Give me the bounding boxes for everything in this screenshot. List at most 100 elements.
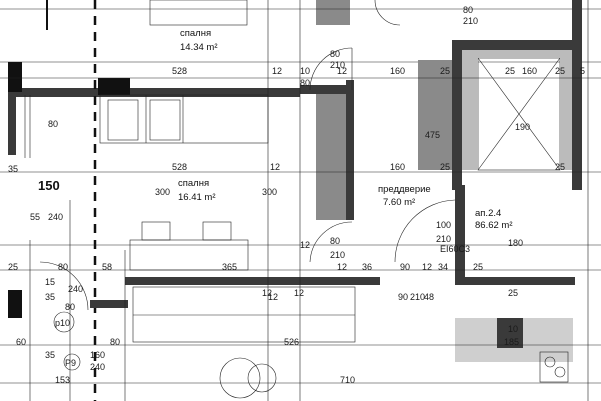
dim-label: 25: [440, 162, 450, 172]
wall-left-lower: [8, 290, 22, 318]
burner-2: [554, 366, 566, 378]
room-name: спалня: [178, 178, 209, 189]
dim-label: 35: [8, 164, 18, 174]
dim-label: 475: [425, 130, 440, 140]
dim-label: 100: [436, 220, 451, 230]
dim-label: 528: [172, 66, 187, 76]
dim-label: 160: [390, 162, 405, 172]
dim-label: 190: [515, 122, 530, 132]
dim-label: 160: [522, 66, 537, 76]
door-arc-entrance: [394, 199, 456, 263]
dim-label: 15: [45, 277, 55, 287]
dim-label: 36: [362, 262, 372, 272]
dim-label: 10: [300, 66, 310, 76]
shaft-hatch-left: [462, 50, 478, 170]
room-name: преддверие: [378, 184, 431, 195]
dim-label: 35: [45, 292, 55, 302]
dim-label: 80: [65, 302, 75, 312]
sofa: [132, 286, 356, 343]
dim-label: 12: [337, 262, 347, 272]
door-arc-upper: [309, 47, 353, 91]
dim-label: 210: [330, 60, 345, 70]
dim-label: 80: [48, 119, 58, 129]
door-arc-top-right: [374, 0, 401, 26]
room-name: ап.2.4: [475, 208, 501, 219]
shaft-outer: [458, 40, 580, 50]
column-kitchen: [497, 318, 523, 348]
dim-label: 10: [508, 324, 518, 334]
room-area: 7.60 m²: [383, 197, 415, 208]
chair: [141, 221, 171, 241]
dim-label: 300: [155, 187, 170, 197]
dim-label: 365: [222, 262, 237, 272]
wall-right-column: [452, 40, 462, 190]
marker-label: EI60C3: [440, 244, 470, 254]
marker-label: P9: [65, 358, 76, 368]
hatch-column-right: [418, 60, 456, 170]
dim-label: 240: [90, 362, 105, 372]
dim-label: 12: [270, 162, 280, 172]
dim-label: 34: [438, 262, 448, 272]
burner: [544, 356, 556, 368]
dim-label: 60: [16, 337, 26, 347]
dim-label: 528: [172, 162, 187, 172]
dim-label: 300: [262, 187, 277, 197]
big-dimension: 150: [38, 178, 60, 193]
dim-label: 25: [8, 262, 18, 272]
dim-label: 526: [284, 337, 299, 347]
dim-label: 160: [90, 350, 105, 360]
round-table: [219, 357, 261, 399]
column-block: [98, 78, 130, 95]
wall-horizontal-lower: [125, 277, 380, 285]
dim-label: 160: [390, 66, 405, 76]
dim-label: 25: [473, 262, 483, 272]
sink-outline: [539, 351, 569, 383]
dim-label: 25: [555, 66, 565, 76]
shaft-cross-2: [477, 57, 561, 171]
room-name: спалня: [180, 28, 211, 39]
dim-label: 210: [330, 250, 345, 260]
window-left: [8, 95, 16, 155]
marker-circle: [63, 353, 81, 371]
dim-label: 80: [330, 236, 340, 246]
round-table-2: [247, 363, 277, 393]
dim-label: 12: [337, 66, 347, 76]
marker-label: p10: [55, 318, 70, 328]
dim-label: 25: [505, 66, 515, 76]
room-area: 86.62 m²: [475, 220, 513, 231]
dim-label: 48: [424, 292, 434, 302]
wall-vertical-core: [346, 80, 354, 220]
wardrobe-shelf: [107, 99, 139, 141]
dim-label: 710: [340, 375, 355, 385]
dim-label: 80: [58, 262, 68, 272]
wall-left-cap: [8, 62, 22, 92]
door-arc-kitchen: [39, 261, 89, 311]
dim-label: 185: [504, 337, 519, 347]
built-in-wardrobe: [99, 94, 269, 144]
dim-label: 12: [268, 292, 278, 302]
wall-vertical-middle: [316, 90, 350, 220]
room-area: 16.41 m²: [178, 192, 216, 203]
dim-label: 55: [30, 212, 40, 222]
wardrobe-shelf-2: [149, 99, 181, 141]
dim-label: 12: [422, 262, 432, 272]
room-area: 14.34 m²: [180, 42, 218, 53]
dim-label: 12: [262, 288, 272, 298]
dim-label: 90: [400, 262, 410, 272]
wardrobe-outline: [149, 0, 248, 26]
wall-joint: [300, 85, 350, 94]
dim-label: 80: [110, 337, 120, 347]
door-arc-lower: [309, 221, 353, 263]
dim-label: 12: [294, 288, 304, 298]
dim-label: 25: [555, 162, 565, 172]
marker-circle: [53, 311, 75, 333]
shaft-hatch-top: [462, 50, 572, 58]
dim-label: 5: [580, 66, 585, 76]
dim-label: 210: [436, 234, 451, 244]
wall-lower-right: [455, 277, 575, 285]
dim-label: 210: [463, 16, 478, 26]
dim-label: 153: [55, 375, 70, 385]
dim-label: 180: [508, 238, 523, 248]
dim-label: 58: [102, 262, 112, 272]
